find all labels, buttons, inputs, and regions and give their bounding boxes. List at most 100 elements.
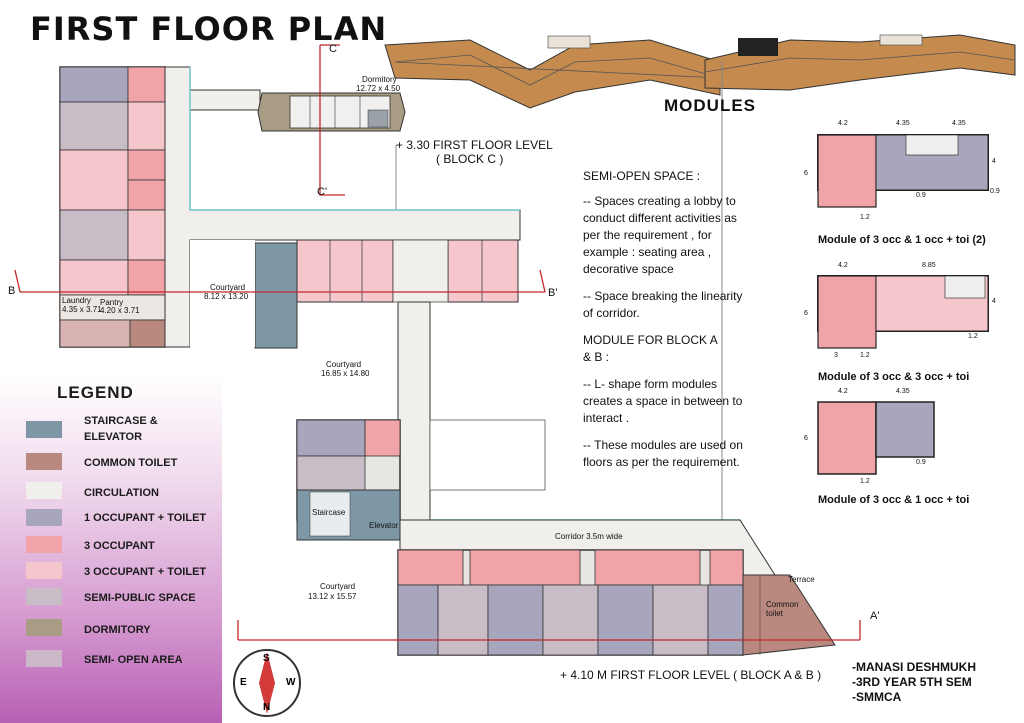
design-notes: SEMI-OPEN SPACE : -- Spaces creating a l… bbox=[583, 168, 743, 471]
pantry-label: Pantry bbox=[100, 298, 124, 307]
module-1-dim: 4.2 bbox=[838, 120, 848, 127]
section-mark-c-prime: C' bbox=[317, 186, 328, 198]
module-3-dim: 6 bbox=[804, 435, 808, 442]
legend-swatch-semi-public bbox=[26, 588, 62, 605]
note-line: -- Spaces creating a lobby to bbox=[583, 194, 736, 208]
legend-label-1-occupant-toilet: 1 OCCUPANT + TOILET bbox=[84, 512, 207, 524]
legend-swatch-semi-open bbox=[26, 650, 62, 667]
note-line: example : seating area , bbox=[583, 245, 712, 259]
compass-rose bbox=[233, 649, 301, 717]
block-b-bottom bbox=[397, 549, 836, 656]
module-3-caption: Module of 3 occ & 1 occ + toi bbox=[818, 494, 970, 506]
legend-label-3-occupant-toilet: 3 OCCUPANT + TOILET bbox=[84, 566, 207, 578]
legend-title: LEGEND bbox=[57, 383, 134, 402]
staircase-label: Staircase bbox=[312, 508, 346, 517]
courtyard-1-label: Courtyard bbox=[210, 283, 246, 292]
pantry-size: 4.20 x 3.71 bbox=[100, 306, 140, 315]
section-mark-a-prime: A' bbox=[870, 610, 880, 622]
dormitory-block bbox=[257, 92, 406, 132]
compass-n: N bbox=[263, 702, 271, 713]
note-line: interact . bbox=[583, 411, 630, 425]
note-line: creates a space in between to bbox=[583, 394, 743, 408]
legend-swatch-1-occupant-toilet bbox=[26, 509, 62, 526]
page-title: FIRST FLOOR PLAN bbox=[30, 10, 388, 48]
note-line: floors as per the requirement. bbox=[583, 455, 740, 469]
module-1-dim: 1.2 bbox=[860, 214, 870, 221]
laundry-label: Laundry bbox=[62, 296, 91, 305]
section-mark-c: C bbox=[329, 43, 337, 55]
note-line: SEMI-OPEN SPACE : bbox=[583, 169, 701, 183]
module-1-caption: Module of 3 occ & 1 occ + toi (2) bbox=[818, 234, 986, 246]
module-3-dim: 4.2 bbox=[838, 388, 848, 395]
module-2-dim: 1.2 bbox=[968, 333, 978, 340]
module-1-dim: 0.9 bbox=[990, 188, 1000, 195]
note-line: & B : bbox=[583, 350, 610, 364]
note-line: MODULE FOR BLOCK A bbox=[583, 333, 718, 347]
module-2-dim: 3 bbox=[834, 352, 838, 359]
legend-swatch-3-occupant-toilet bbox=[26, 562, 62, 579]
legend-swatch-dormitory bbox=[26, 619, 62, 636]
courtyard-1-size: 8.12 x 13.20 bbox=[204, 292, 249, 301]
legend-label-staircase: STAIRCASE & bbox=[84, 415, 158, 427]
legend-label-semi-open: SEMI- OPEN AREA bbox=[84, 654, 183, 666]
compass-w: W bbox=[286, 677, 296, 688]
section-lines bbox=[14, 44, 861, 641]
module-2-dim: 4 bbox=[992, 298, 996, 305]
module-1-dim: 0.9 bbox=[916, 192, 926, 199]
module-plan-2 bbox=[817, 275, 989, 349]
common-toilet-label: Common toilet bbox=[766, 600, 799, 618]
note-line: decorative space bbox=[583, 262, 674, 276]
module-plan-1 bbox=[817, 134, 989, 208]
module-1-dim: 4.35 bbox=[896, 120, 910, 127]
credit-name: -MANASI DESHMUKH bbox=[852, 660, 976, 674]
module-3-dim: 4.35 bbox=[896, 388, 910, 395]
legend-label-dormitory: DORMITORY bbox=[84, 624, 151, 636]
compass-s: S bbox=[263, 653, 270, 664]
block-model-render bbox=[384, 34, 1016, 109]
module-3-dim: 0.9 bbox=[916, 459, 926, 466]
level-ab: + 4.10 M FIRST FLOOR LEVEL ( BLOCK A & B… bbox=[560, 668, 822, 682]
courtyard-2-label: Courtyard bbox=[326, 360, 362, 369]
section-mark-b-prime: B' bbox=[548, 287, 558, 299]
note-line: per the requirement , for bbox=[583, 228, 712, 242]
module-plan-3 bbox=[817, 401, 935, 475]
legend-label-circulation: CIRCULATION bbox=[84, 487, 159, 499]
module-1-dim: 4 bbox=[992, 158, 996, 165]
corridor-label: Corridor 3.5m wide bbox=[555, 532, 623, 541]
dormitory-label: Dormitory bbox=[362, 75, 397, 84]
module-2-caption: Module of 3 occ & 3 occ + toi bbox=[818, 371, 970, 383]
dormitory-size: 12.72 x 4.50 bbox=[356, 84, 401, 93]
note-line: of corridor. bbox=[583, 306, 640, 320]
legend-label-3-occupant: 3 OCCUPANT bbox=[84, 540, 155, 552]
laundry-size: 4.35 x 3.71 bbox=[62, 305, 102, 314]
legend-label-elevator: ELEVATOR bbox=[84, 431, 143, 443]
level-c-line1: + 3.30 FIRST FLOOR LEVEL bbox=[396, 138, 553, 152]
legend-swatch-circulation bbox=[26, 482, 62, 499]
legend-label-semi-public: SEMI-PUBLIC SPACE bbox=[84, 592, 196, 604]
note-line: -- These modules are used on bbox=[583, 438, 743, 452]
level-c-line2: ( BLOCK C ) bbox=[436, 152, 504, 166]
compass-e: E bbox=[240, 677, 247, 688]
courtyard-2-size: 16.85 x 14.80 bbox=[321, 369, 370, 378]
courtyard-3-label: Courtyard bbox=[320, 582, 356, 591]
note-line: -- Space breaking the linearity bbox=[583, 289, 743, 303]
credit-year: -3RD YEAR 5TH SEM bbox=[852, 675, 972, 689]
module-2-dim: 6 bbox=[804, 310, 808, 317]
module-2-dim: 4.2 bbox=[838, 262, 848, 269]
note-line: conduct different activities as bbox=[583, 211, 737, 225]
module-1-dim: 6 bbox=[804, 170, 808, 177]
modules-heading: MODULES bbox=[664, 96, 756, 115]
block-c-left-wing bbox=[59, 66, 166, 348]
credit-college: -SMMCA bbox=[852, 690, 902, 704]
module-2-dim: 8.85 bbox=[922, 262, 936, 269]
elevator-label: Elevator bbox=[369, 521, 399, 530]
courtyard-3-size: 13.12 x 15.57 bbox=[308, 592, 357, 601]
module-2-dim: 1.2 bbox=[860, 352, 870, 359]
legend-swatch-3-occupant bbox=[26, 536, 62, 553]
legend-swatch-common-toilet bbox=[26, 453, 62, 470]
module-1-dim: 4.35 bbox=[952, 120, 966, 127]
legend-swatch-staircase bbox=[26, 421, 62, 438]
section-mark-b: B bbox=[8, 285, 16, 297]
module-3-dim: 1.2 bbox=[860, 478, 870, 485]
